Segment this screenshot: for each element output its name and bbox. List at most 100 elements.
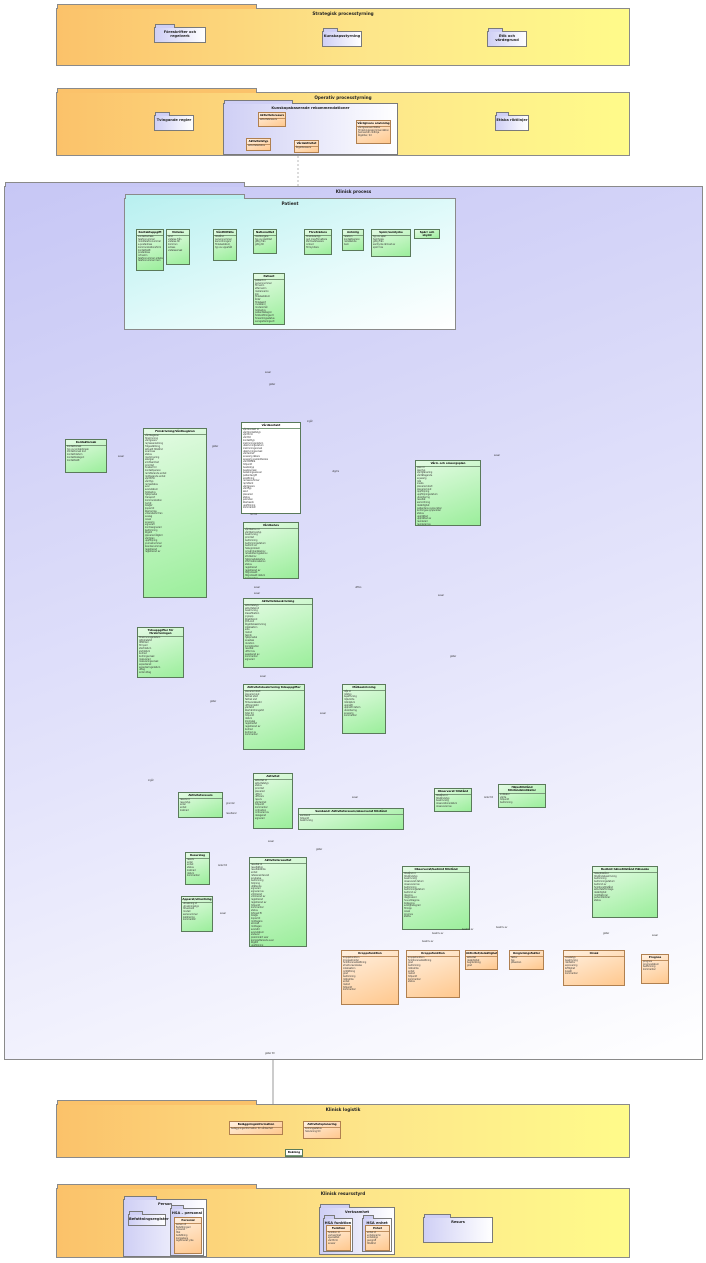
class-attribute: ingrepp	[245, 614, 254, 618]
class-name: Observerat/bedömt tillstånd	[403, 867, 469, 873]
class-name: Spärr och skydd	[415, 230, 439, 238]
edge-label: gäller för	[265, 1052, 275, 1055]
class-attribute: bidiagnos	[404, 901, 415, 905]
class-attribute: påverkan	[511, 961, 522, 965]
class-attribute: signerad	[255, 816, 265, 820]
class-attribute: avbruten	[243, 498, 253, 502]
class-attribute: antal uttag	[139, 671, 152, 675]
class-attribute: registrerad av	[245, 568, 261, 572]
class-attribute: tidpunkt	[245, 714, 255, 718]
class-attribute: resurs	[187, 858, 194, 861]
class-attribute: makuleringsorsak	[139, 660, 159, 664]
class-attribute: telefonnummer arbete	[138, 256, 163, 260]
class-attribute: svarsdatum	[145, 488, 158, 492]
edge-label: beskriv av	[432, 932, 444, 935]
class-attribute: metod	[245, 631, 253, 635]
class-attribute: huvuddiagnos	[404, 899, 420, 903]
class-attribute: förnyad	[139, 644, 148, 648]
class-attribute: transport	[145, 496, 156, 500]
package-tab	[5, 182, 245, 187]
class-attribute: delaktighet	[594, 890, 607, 894]
class-attribute: mottagande enhet	[145, 474, 166, 478]
class-attribute: enhet	[408, 969, 415, 973]
class-attribute: typ av identitet	[255, 237, 272, 241]
class-attribute: kontaktperson	[145, 469, 161, 473]
class-attribute: land	[168, 235, 173, 238]
class-attribute: prognos	[643, 960, 652, 963]
class-attribute: kontakttyp	[243, 438, 255, 442]
class-attribute: förberedelsetid	[245, 700, 262, 704]
class-attribute: vårdplanering	[417, 471, 433, 475]
class-attribute: bedömningsdatum	[245, 541, 266, 545]
class-attribute: medborgare	[255, 235, 269, 238]
class-attribute: utskrivningsorsak	[243, 449, 263, 453]
class-name: Aktivitet/delaktighet	[466, 951, 498, 957]
class-attribute: typ av kontaktorsak	[67, 447, 89, 451]
class-attribute: uppföljning	[243, 503, 256, 507]
class-attribute: tillstånd	[215, 235, 224, 238]
class-name: Aktivitetsresurs	[179, 793, 222, 799]
class-attribute: vårdtillfälle	[243, 460, 256, 464]
class-name: Omgivningsfaktor	[510, 951, 543, 957]
class-attribute: registrerad av	[251, 900, 267, 904]
class-attribute: tillstånd id	[404, 872, 416, 875]
class-attribute: kopia till	[145, 506, 155, 510]
class-attribute: assisterad av	[245, 652, 260, 656]
class-attribute: ändrad av	[245, 730, 257, 734]
class-name: Prognos	[642, 955, 668, 961]
class-attribute: ansvarig	[417, 476, 427, 480]
class-attribute: beskrivning	[404, 877, 417, 881]
class-attribute: registrerad av	[245, 725, 261, 729]
class-attribute: bedömning	[404, 885, 417, 889]
class-attribute: observerad av	[436, 804, 452, 808]
class-name: Observerat tillstånd	[435, 789, 471, 795]
class-attribute: kommentar	[643, 968, 656, 972]
class-attribute: bilagor	[145, 504, 153, 508]
class-attribute: makulerad	[139, 657, 151, 661]
class-attribute: delegerad	[255, 814, 267, 818]
class-attribute: teknik	[245, 633, 252, 637]
class-attribute: giltig från	[255, 240, 266, 244]
class-attribute: ombud	[306, 243, 314, 247]
package-tab	[57, 1184, 257, 1189]
class-attribute: rehabiliteringsbehov	[245, 552, 268, 556]
package-kunskapsstyrning: Kunskapsstyrning	[322, 28, 362, 47]
class-attribute: samordningsnr	[215, 240, 232, 244]
package-title: Klinisk resursstyrd	[320, 1191, 366, 1196]
class-attribute: medicinering	[145, 455, 160, 459]
class-attribute: diagnoskod	[404, 896, 417, 900]
class-attribute: resultat	[245, 647, 254, 651]
class-attribute: exponering	[565, 964, 578, 968]
class-attribute: åtgärdskod	[245, 617, 258, 621]
class-attribute: åtgärd	[251, 941, 259, 945]
class-attribute: enhet	[180, 806, 187, 810]
class-attribute: vårdbehov id	[245, 528, 260, 531]
class-attribute: vårdnadshavare	[306, 240, 324, 244]
class-attribute: betalningsansvar	[243, 471, 262, 475]
class-attribute: omfattning	[343, 969, 356, 973]
class-attribute: anamnes	[145, 450, 156, 454]
class-attribute: förskrivningsdatum	[139, 636, 161, 639]
class-attribute: återhämtningstid	[245, 708, 264, 712]
class-attribute: prioritet	[255, 787, 264, 791]
class-attribute: mottagare	[251, 919, 263, 923]
class-attribute: ansvarig	[344, 711, 354, 715]
class-attribute: kommentar	[243, 506, 256, 510]
class-attribute: patientavgift	[243, 473, 258, 477]
class-attribute: bedömt av	[245, 544, 257, 548]
class-attribute: aktivitet	[467, 956, 477, 959]
class-attribute: indikator	[500, 793, 510, 796]
class-attribute: adress	[168, 245, 176, 249]
class-attribute: metod	[408, 972, 416, 976]
